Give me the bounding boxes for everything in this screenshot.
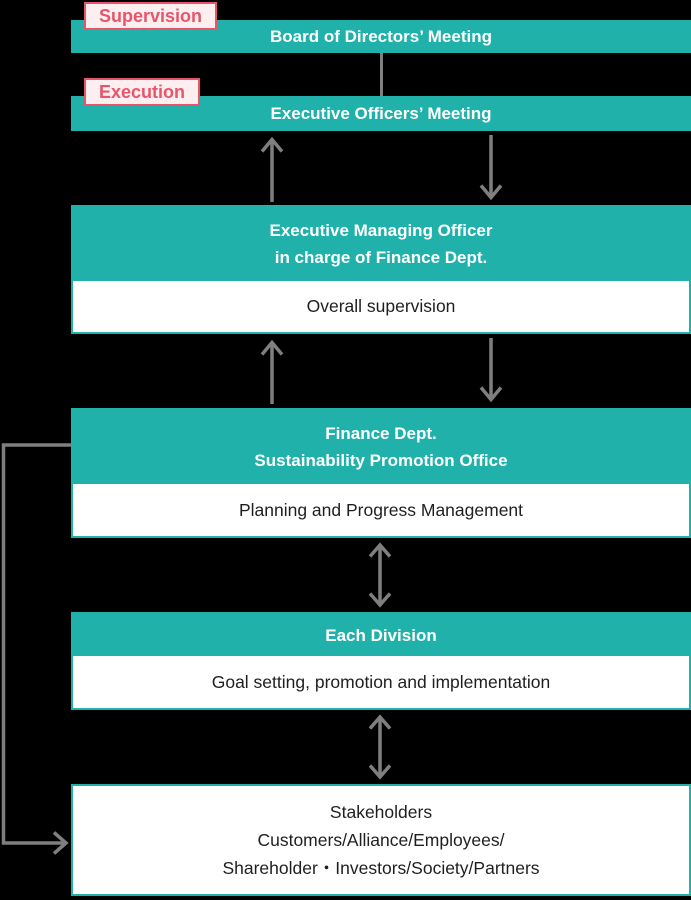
stakeholders-line3: Shareholder・Investors/Society/Partners bbox=[222, 858, 540, 878]
each-division-title: Each Division bbox=[325, 625, 437, 645]
stakeholders-line2: Customers/Alliance/Employees/ bbox=[257, 830, 505, 850]
arrow-up-icon bbox=[260, 339, 284, 404]
overall-supervision-text: Overall supervision bbox=[306, 296, 456, 316]
node-executive-managing-officer: Executive Managing Officer in charge of … bbox=[71, 205, 691, 334]
finance-dept-title-line2: Sustainability Promotion Office bbox=[254, 451, 508, 470]
node-finance-dept: Finance Dept. Sustainability Promotion O… bbox=[71, 408, 691, 538]
executive-managing-officer-title-line1: Executive Managing Officer bbox=[269, 221, 493, 240]
finance-dept-header: Finance Dept. Sustainability Promotion O… bbox=[73, 410, 689, 484]
arrow-down-icon bbox=[479, 135, 503, 201]
arrow-up-icon bbox=[260, 136, 284, 202]
execution-label: Execution bbox=[84, 78, 201, 106]
node-each-division: Each Division Goal setting, promotion an… bbox=[71, 612, 691, 710]
executive-managing-officer-header: Executive Managing Officer in charge of … bbox=[73, 207, 689, 281]
each-division-role: Goal setting, promotion and implementati… bbox=[73, 656, 689, 708]
goal-setting-text: Goal setting, promotion and implementati… bbox=[211, 671, 551, 692]
supervision-label: Supervision bbox=[84, 2, 218, 30]
node-stakeholders: Stakeholders Customers/Alliance/Employee… bbox=[71, 784, 691, 896]
finance-dept-title-line1: Finance Dept. bbox=[325, 424, 437, 443]
each-division-header: Each Division bbox=[73, 614, 689, 656]
executive-managing-officer-role: Overall supervision bbox=[73, 281, 689, 332]
connector-line bbox=[380, 53, 383, 96]
execution-label-text: Execution bbox=[99, 82, 186, 102]
executive-officers-title: Executive Officers’ Meeting bbox=[270, 103, 492, 123]
arrow-up-down-icon bbox=[368, 714, 392, 780]
planning-progress-text: Planning and Progress Management bbox=[238, 499, 524, 520]
finance-dept-role: Planning and Progress Management bbox=[73, 484, 689, 536]
board-of-directors-title: Board of Directors’ Meeting bbox=[270, 26, 492, 46]
executive-managing-officer-title-line2: in charge of Finance Dept. bbox=[274, 248, 488, 267]
feedback-connector-arrow bbox=[1, 443, 71, 855]
arrow-down-icon bbox=[479, 338, 503, 403]
stakeholders-title: Stakeholders bbox=[329, 802, 433, 822]
node-board-of-directors: Board of Directors’ Meeting bbox=[71, 20, 691, 53]
supervision-label-text: Supervision bbox=[99, 6, 203, 26]
arrow-up-down-icon bbox=[368, 542, 392, 608]
